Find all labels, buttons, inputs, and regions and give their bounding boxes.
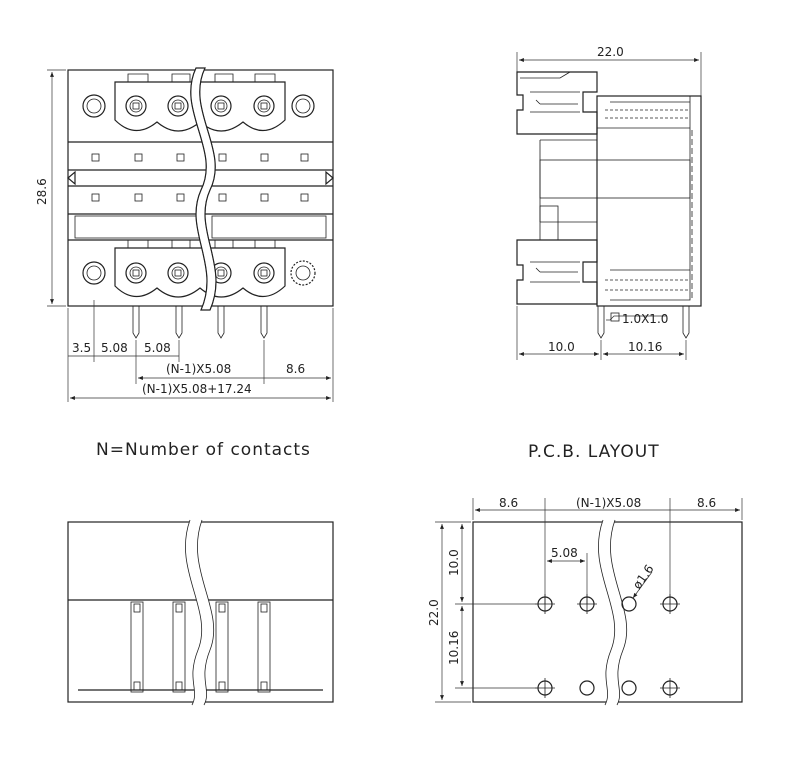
pin-squares (91, 153, 309, 202)
flange-hole-top-left-inner (86, 98, 102, 114)
flange-hole-top-left (82, 94, 106, 118)
pcb-dim-right-label: 8.6 (697, 496, 716, 510)
height-label: 28.6 (35, 178, 49, 205)
top-plug-tabs (127, 73, 276, 82)
bottom-plug-screws (125, 262, 275, 284)
front-view: 28.6 3.5 5.08 5.08 (N-1)X5.08 8.6 (N-1)X… (35, 67, 334, 402)
caption-pcb-layout: P.C.B. LAYOUT (528, 442, 660, 462)
pcb-pins (132, 306, 268, 339)
top-view (67, 519, 334, 706)
pcb-dim-lower-label: 10.16 (447, 631, 461, 665)
break-line-front (190, 67, 217, 311)
side-view: 22.0 1.0X1.0 10.0 10.16 (516, 45, 702, 360)
dim-right-label: 8.6 (286, 362, 305, 376)
pcb-layout-view: 8.6 (N-1)X5.08 8.6 5.08 ø1.6 22.0 10.0 1… (427, 496, 743, 706)
dim-total-label: (N-1)X5.08+17.24 (142, 382, 252, 396)
pcb-holes (535, 594, 680, 698)
flange-hole-top-right-inner (295, 98, 311, 114)
dim-pitch-2-label: 5.08 (144, 341, 171, 355)
side-dim-right-label: 10.16 (628, 340, 662, 354)
dim-pitch-n-label: (N-1)X5.08 (166, 362, 231, 376)
pcb-dim-height-label: 22.0 (427, 599, 441, 626)
side-dim-left-label: 10.0 (548, 340, 575, 354)
knurled-nut (290, 260, 316, 286)
side-width-label: 22.0 (597, 45, 624, 59)
pcb-hole-dim-label: ø1.6 (630, 562, 657, 592)
flange-hole-top-right (291, 94, 315, 118)
dim-edge-label: 3.5 (72, 341, 91, 355)
bottom-plug-body (114, 247, 286, 298)
pcb-dim-pitch-label: 5.08 (551, 546, 578, 560)
caption-contacts: N=Number of contacts (96, 440, 311, 460)
top-plug-screws (125, 95, 275, 117)
latch-marks (67, 170, 334, 186)
pcb-dim-middle-label: (N-1)X5.08 (576, 496, 641, 510)
pin-size-label: 1.0X1.0 (622, 312, 668, 326)
dim-pitch-1-label: 5.08 (101, 341, 128, 355)
pcb-dim-left-label: 8.6 (499, 496, 518, 510)
top-view-pins (130, 601, 271, 693)
pcb-dim-upper-label: 10.0 (447, 549, 461, 576)
